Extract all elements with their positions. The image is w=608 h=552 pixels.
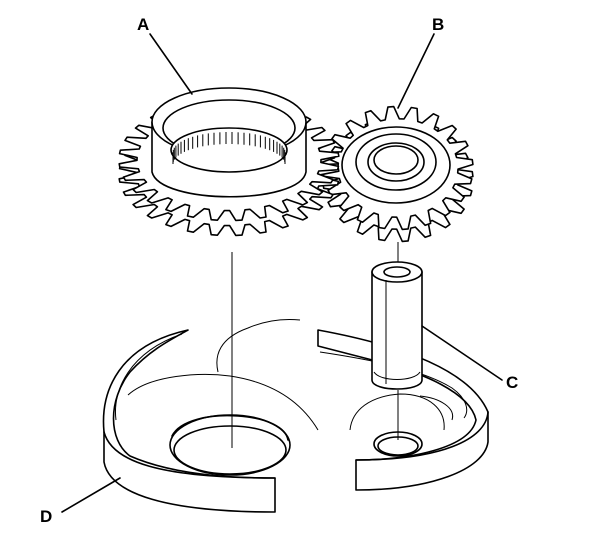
callout-d: D xyxy=(40,507,52,526)
housing-base-d xyxy=(102,319,489,513)
small-gear-b xyxy=(322,105,474,243)
callout-c: C xyxy=(506,373,518,392)
leader-line-a xyxy=(149,33,193,95)
callout-b: B xyxy=(432,15,444,34)
dowel-pin-c xyxy=(371,261,423,390)
leader-line-c xyxy=(421,325,503,381)
leader-line-d xyxy=(61,477,121,513)
leader-line-b xyxy=(397,33,435,109)
callout-a: A xyxy=(137,15,149,34)
large-gear-a xyxy=(118,87,340,237)
